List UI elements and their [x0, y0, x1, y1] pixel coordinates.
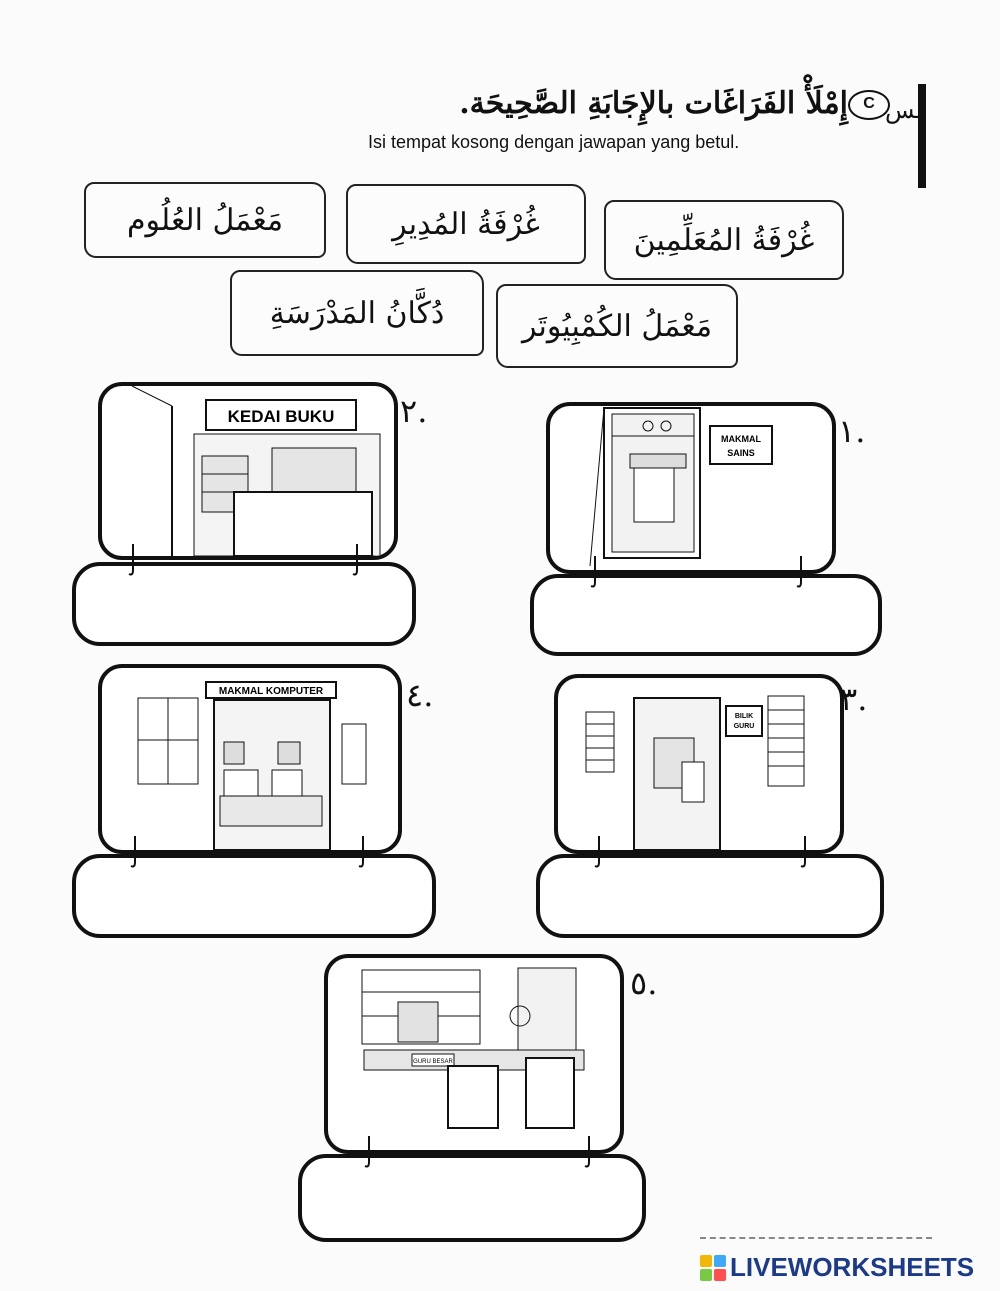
- word-card-science-lab[interactable]: مَعْمَلُ العُلُوم: [84, 182, 326, 258]
- answer-box-4[interactable]: [72, 854, 436, 938]
- picture-science-lab: MAKMAL SAINS: [546, 402, 836, 574]
- section-mark: ـس: [885, 96, 923, 124]
- instruction-title-arabic: إِمْلَأْ الفَرَاغَات بالإِجَابَةِ الصَّح…: [459, 86, 848, 121]
- instruction-subtitle: Isi tempat kosong dengan jawapan yang be…: [368, 132, 740, 152]
- logo-text: LIVEWORKSHEETS: [730, 1252, 975, 1282]
- sign-text-5: GURU BESAR: [413, 1059, 453, 1065]
- svg-text:SAINS: SAINS: [727, 448, 755, 458]
- word-card-teachers-room[interactable]: غُرْفَةُ المُعَلِّمِينَ: [604, 200, 844, 280]
- hook-icon: [130, 836, 136, 868]
- section-badge: C: [848, 90, 890, 120]
- word-card-school-shop[interactable]: دُكَّانُ المَدْرَسَةِ: [230, 270, 484, 356]
- picture-principal-room: GURU BESAR: [324, 954, 624, 1154]
- hook-icon: [594, 836, 600, 868]
- answer-box-5[interactable]: [298, 1154, 646, 1242]
- footer-divider: [700, 1237, 932, 1239]
- svg-text:GURU: GURU: [734, 723, 755, 730]
- hook-icon: [352, 544, 358, 576]
- sign-text-1: MAKMAL: [721, 434, 761, 444]
- hook-icon: [584, 1136, 590, 1168]
- hook-icon: [800, 836, 806, 868]
- answer-box-2[interactable]: [72, 562, 416, 646]
- picture-teachers-room: BILIK GURU: [554, 674, 844, 854]
- hook-icon: [358, 836, 364, 868]
- question-number-1: .١: [838, 412, 866, 450]
- hook-icon: [128, 544, 134, 576]
- answer-box-3[interactable]: [536, 854, 884, 938]
- word-card-computer-lab[interactable]: مَعْمَلُ الكُمْبِيُوتَر: [496, 284, 738, 368]
- liveworksheets-logo-icon: [700, 1254, 726, 1281]
- page-edge-bar: [918, 84, 926, 188]
- question-number-4: .٤: [406, 676, 434, 714]
- question-number-3: .٣: [840, 680, 868, 718]
- sign-text-4: MAKMAL KOMPUTER: [219, 686, 324, 697]
- question-number-2: .٢: [400, 392, 428, 430]
- liveworksheets-logo: LIVEWORKSHEETS: [700, 1252, 974, 1283]
- hook-icon: [796, 556, 802, 588]
- sign-text-3: BILIK: [735, 713, 753, 720]
- hook-icon: [364, 1136, 370, 1168]
- sign-text-2: KEDAI BUKU: [228, 407, 335, 426]
- word-card-principal-room[interactable]: غُرْفَةُ المُدِيرِ: [346, 184, 586, 264]
- picture-book-shop: KEDAI BUKU: [98, 382, 398, 560]
- question-number-5: .٥: [630, 964, 658, 1002]
- picture-computer-lab: MAKMAL KOMPUTER: [98, 664, 402, 854]
- hook-icon: [590, 556, 596, 588]
- answer-box-1[interactable]: [530, 574, 882, 656]
